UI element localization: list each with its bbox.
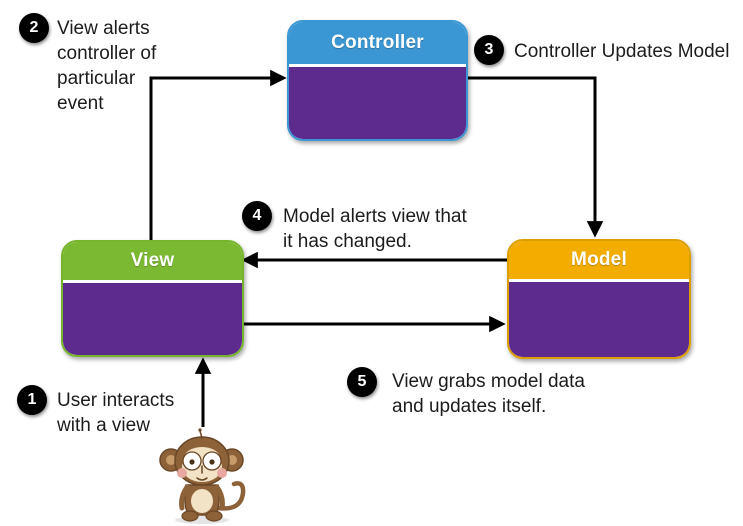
monkey-ear-left-inner <box>166 455 176 465</box>
annotation-line: User interacts <box>57 390 175 411</box>
monkey-belly <box>191 489 213 513</box>
view-box-header: View <box>63 242 242 280</box>
monkey-pupil-left <box>189 459 195 465</box>
annotation-line: with a view <box>57 415 150 436</box>
monkey-tail <box>215 481 246 511</box>
annotation-line: View grabs model data <box>392 371 585 392</box>
annotation-line: particular <box>57 68 136 89</box>
annotation-line: Model alerts view that <box>283 206 467 227</box>
step-3-badge: 3 <box>474 35 504 65</box>
model-box-header: Model <box>509 241 689 279</box>
annotation-line: controller of <box>57 43 157 64</box>
view-box: View <box>61 240 244 357</box>
annotation-line: and updates itself. <box>392 396 547 417</box>
monkey-hair-tuft <box>199 430 203 439</box>
step-3-annotation: Controller Updates Model <box>514 39 729 64</box>
model-box-separator <box>509 279 689 282</box>
step-4-badge: 4 <box>242 201 272 231</box>
controller-box-header: Controller <box>289 22 466 64</box>
monkey-illustration <box>159 428 246 524</box>
annotation-line: event <box>57 93 104 114</box>
annotation-line: Controller Updates Model <box>514 41 730 62</box>
monkey-pupil-right <box>209 459 215 465</box>
annotation-line: View alerts <box>57 18 150 39</box>
monkey-hair-dot <box>198 428 202 432</box>
step-2-badge: 2 <box>19 13 49 43</box>
monkey-cheek-right <box>217 468 227 478</box>
view-box-separator <box>63 280 242 283</box>
arrow-controller-to-model <box>464 76 604 238</box>
controller-box-separator <box>289 64 466 67</box>
model-box-label: Model <box>571 249 627 270</box>
arrow-layer <box>149 69 604 427</box>
monkey-mouth <box>196 477 208 481</box>
model-box-body <box>509 282 689 357</box>
step-1-badge: 1 <box>17 385 47 415</box>
annotation-line: it has changed. <box>283 231 412 252</box>
step-1-annotation: User interacts with a view <box>57 388 174 438</box>
step-2-annotation: View alerts controller of particular eve… <box>57 16 156 116</box>
step-4-annotation: Model alerts view that it has changed. <box>283 204 467 254</box>
controller-box-label: Controller <box>331 32 424 53</box>
controller-box: Controller <box>287 20 468 141</box>
step-5-badge: 5 <box>347 367 377 397</box>
monkey-foot-left <box>181 510 199 522</box>
view-box-label: View <box>130 250 175 271</box>
monkey-arm-right <box>214 484 225 511</box>
step-5-annotation: View grabs model data and updates itself… <box>392 369 585 419</box>
model-box: Model <box>507 239 691 359</box>
arrow-view-to-controller <box>149 69 287 240</box>
view-box-body <box>63 283 242 355</box>
controller-box-body <box>289 67 466 139</box>
monkey-cheek-left <box>177 468 187 478</box>
monkey-foot-right <box>205 510 223 522</box>
monkey-arm-left <box>179 484 190 511</box>
